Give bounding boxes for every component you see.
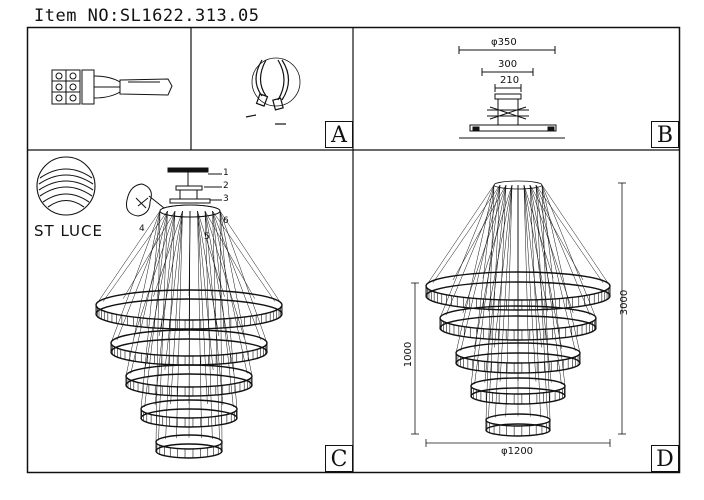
item-number-title: Item NO:SL1622.313.05 [34, 6, 260, 26]
part-number-2: 2 [223, 181, 229, 191]
exploded-mount-drawing [126, 167, 222, 218]
panel-label-c: C [325, 445, 353, 472]
brand-logo-icon [36, 156, 96, 216]
terminal-block-drawing [51, 69, 173, 105]
dim-300: 300 [498, 59, 518, 70]
panel-label-b: B [651, 121, 679, 148]
part-number-4: 4 [139, 224, 145, 234]
part-number-3: 3 [223, 194, 229, 204]
dim-diameter-350: φ350 [491, 37, 517, 48]
part-number-1: 1 [223, 168, 229, 178]
panel-label-a: A [325, 121, 353, 148]
brand-name: ST LUCE [34, 222, 103, 240]
dim-210: 210 [500, 75, 520, 86]
panel-label-d: D [651, 445, 679, 472]
dim-height-1000: 1000 [403, 341, 415, 368]
chandelier-perspective-drawing [95, 204, 283, 459]
dimension-lines [411, 182, 626, 447]
dim-diameter-1200: φ1200 [501, 446, 534, 457]
part-number-6: 6 [223, 216, 229, 226]
part-number-5: 5 [204, 232, 210, 242]
wire-connector-drawing [245, 57, 301, 125]
dim-height-3000: 3000 [619, 289, 631, 316]
chandelier-elevation-drawing [425, 180, 611, 437]
canopy-drawing [458, 46, 565, 139]
